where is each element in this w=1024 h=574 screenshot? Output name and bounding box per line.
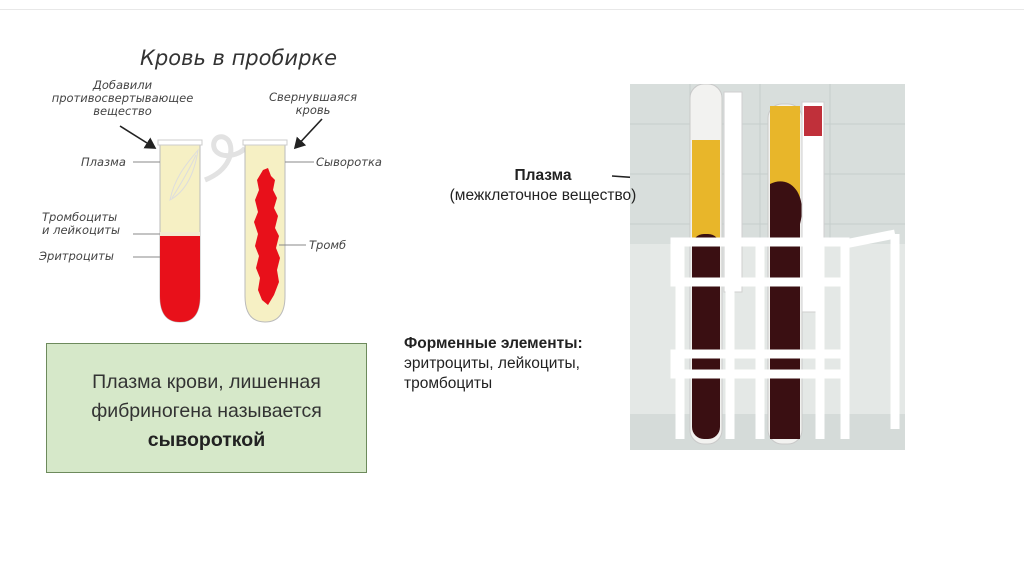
serum-line-2: фибриногена называется bbox=[91, 400, 322, 422]
clot-shape bbox=[254, 168, 280, 305]
plasma-caption-sub: (межклеточное вещество) bbox=[449, 187, 637, 204]
tube-anticoagulant bbox=[157, 139, 203, 323]
formed-elements-caption: Форменные элементы: эритроциты, лейкоцит… bbox=[404, 334, 583, 394]
formed-caption-line1: эритроциты, лейкоциты, bbox=[404, 355, 580, 372]
label-erythrocytes: Эритроциты bbox=[39, 249, 114, 263]
test-tubes-photo bbox=[630, 84, 905, 450]
decorative-swirl bbox=[203, 134, 248, 183]
diagram-title: Кровь в пробирке bbox=[140, 46, 338, 70]
label-clot: Тромб bbox=[309, 238, 347, 252]
formed-caption-title: Форменные элементы: bbox=[404, 335, 583, 352]
erythrocyte-layer bbox=[160, 235, 200, 322]
label-serum: Сыворотка bbox=[316, 155, 382, 169]
arrow-clotted bbox=[293, 118, 323, 150]
label-plasma: Плазма bbox=[81, 155, 126, 169]
buffy-coat-layer bbox=[160, 232, 200, 236]
plasma-caption: Плазма (межклеточное вещество) bbox=[423, 166, 663, 206]
tube-clotted bbox=[242, 139, 288, 323]
serum-bold-word: сывороткой bbox=[147, 429, 266, 451]
serum-line-1: Плазма крови, лишенная bbox=[92, 371, 321, 393]
serum-definition-box: Плазма крови, лишенная фибриногена назыв… bbox=[46, 343, 367, 473]
formed-caption-line2: тромбоциты bbox=[404, 375, 493, 392]
arrow-anticoag bbox=[119, 125, 157, 149]
label-platelets-leukocytes: Тромбоциты и лейкоциты bbox=[42, 210, 121, 237]
slide-top-strip bbox=[0, 0, 1024, 10]
label-clotted-blood: Свернувшаяся кровь bbox=[268, 90, 357, 117]
label-anticoag: Добавили противосвертывающее вещество bbox=[51, 78, 194, 118]
plasma-caption-title: Плазма bbox=[514, 167, 572, 184]
